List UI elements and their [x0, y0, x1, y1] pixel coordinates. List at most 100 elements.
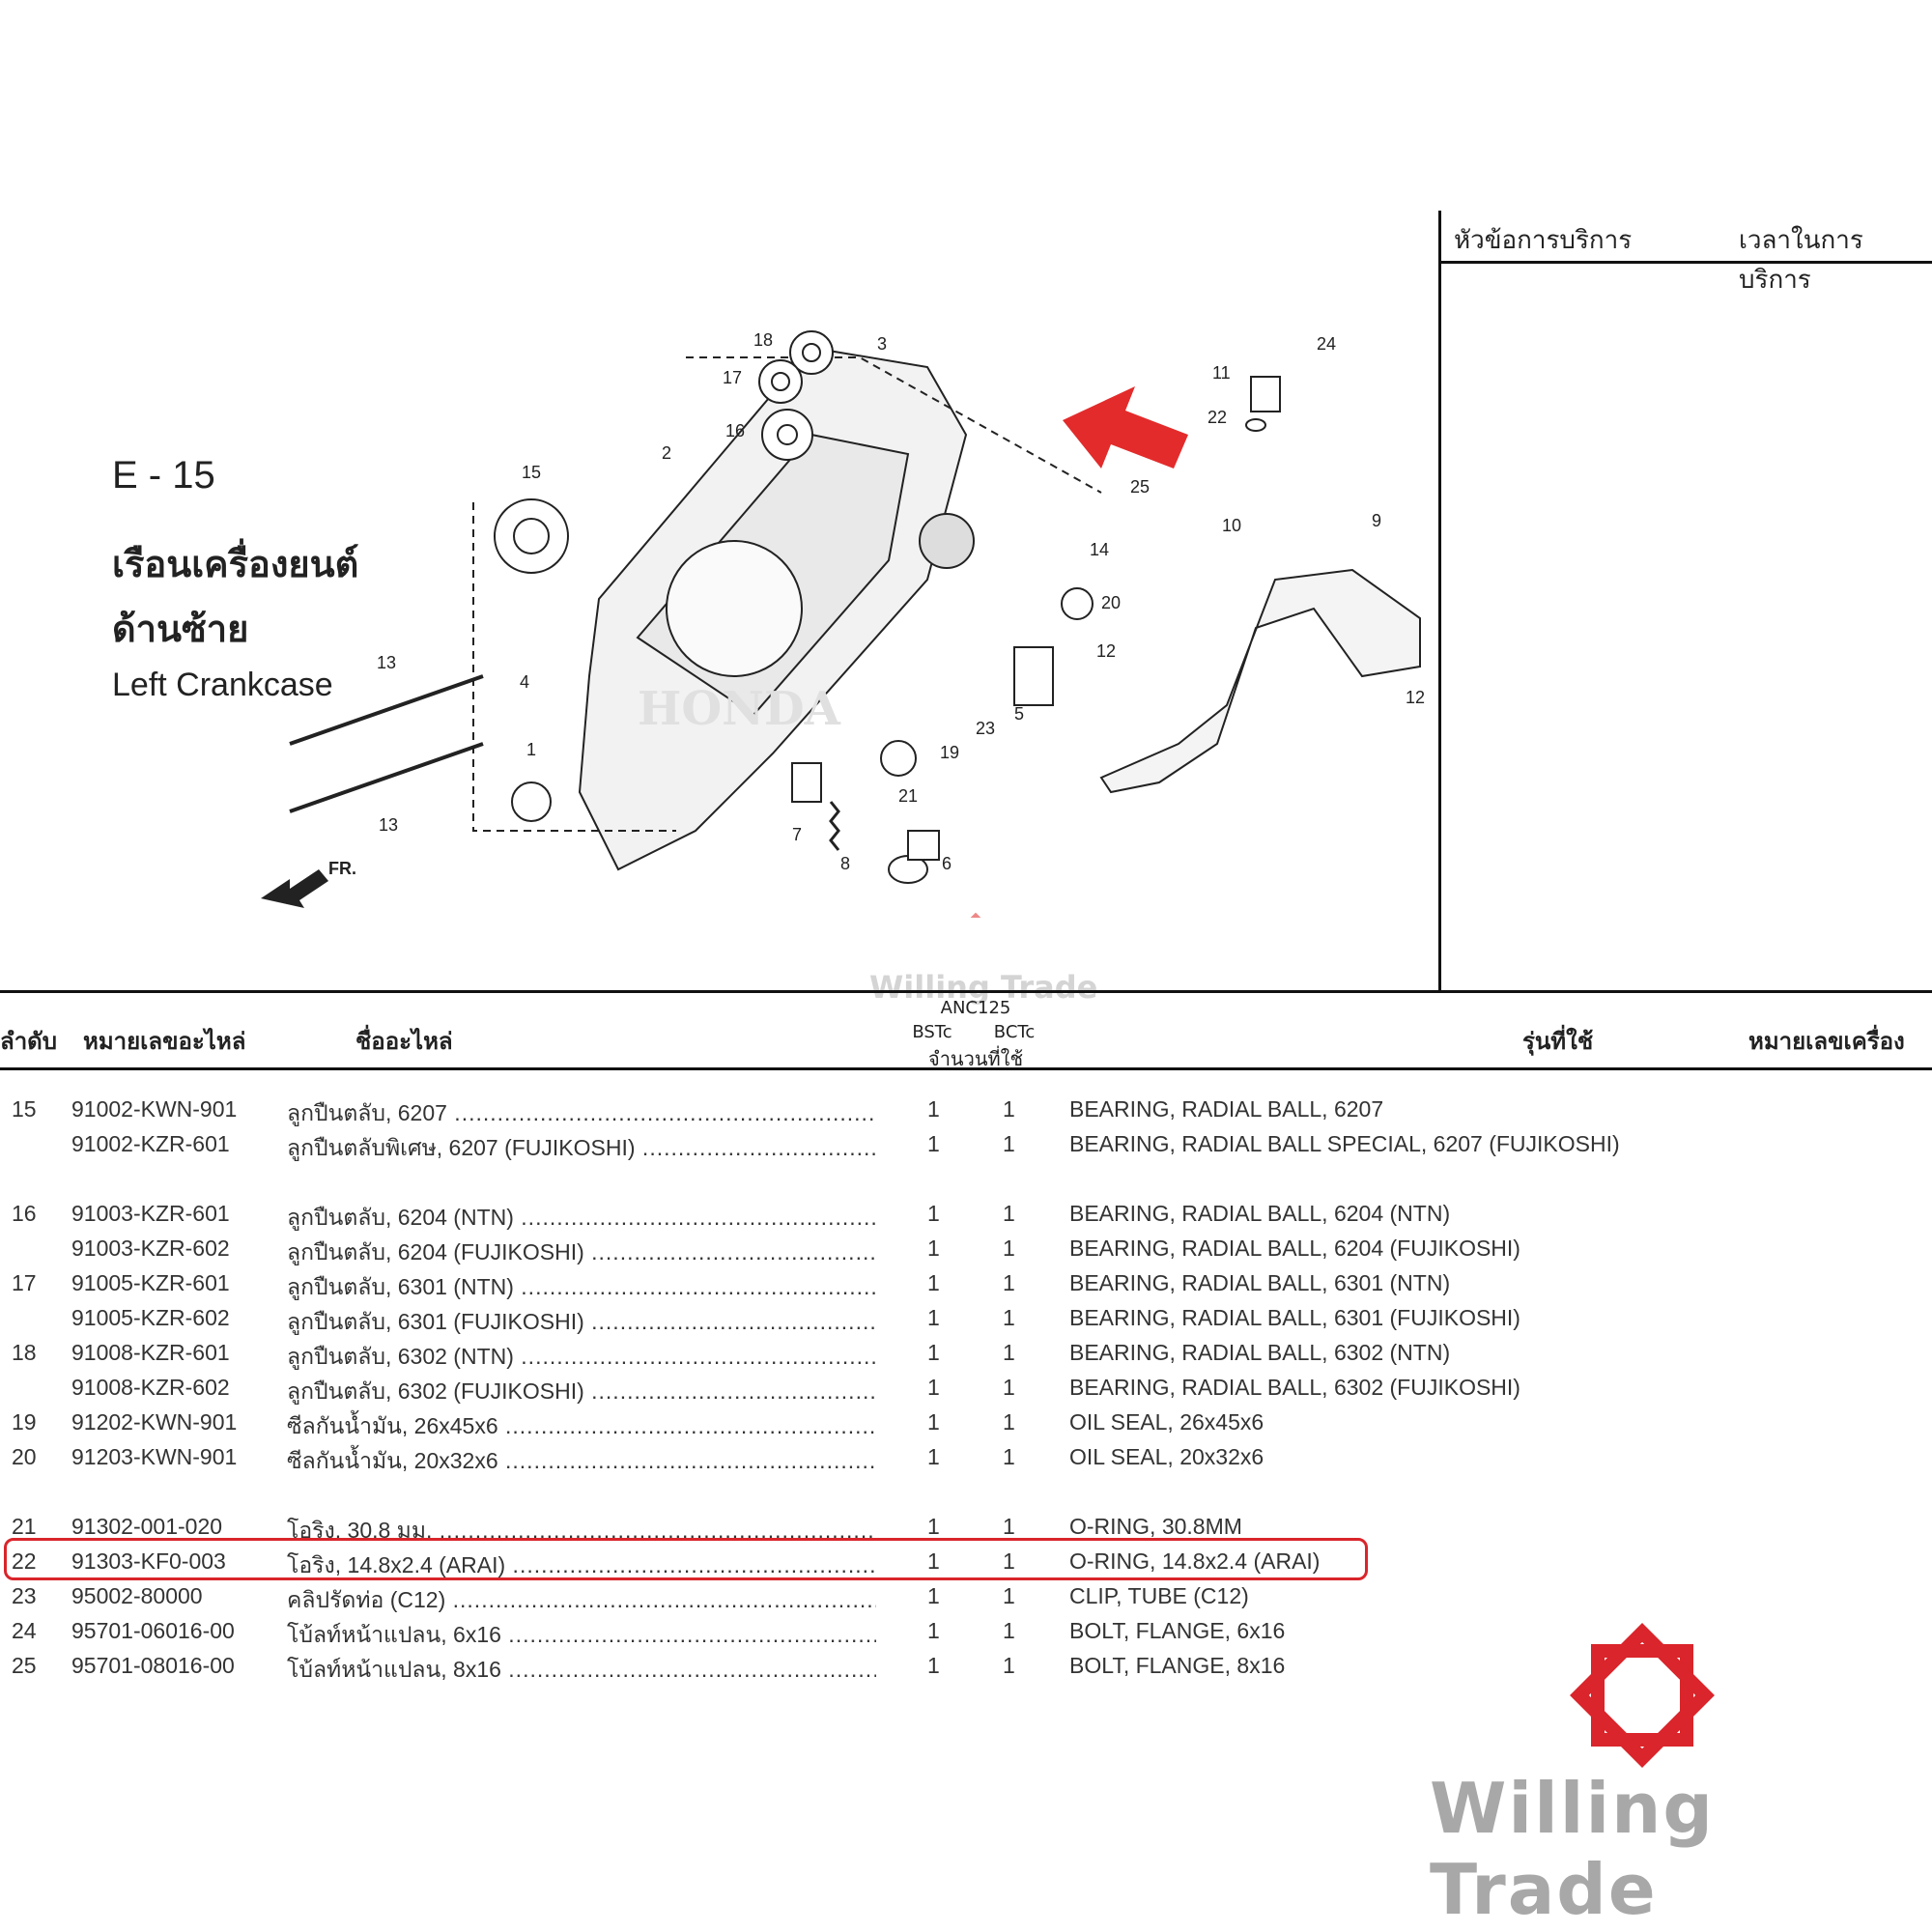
row-part-number: 91008-KZR-601	[71, 1340, 230, 1365]
svg-text:16: 16	[725, 421, 745, 440]
variant-bstc: BSTc	[912, 1022, 952, 1042]
row-qty-bctc: 1	[1003, 1131, 1015, 1156]
svg-text:23: 23	[976, 719, 995, 738]
row-index: 15	[12, 1096, 37, 1122]
svg-text:2: 2	[662, 443, 671, 463]
row-english-name: O-RING, 14.8x2.4 (ARAI)	[1069, 1548, 1321, 1574]
variant-bctc: BCTc	[993, 1022, 1036, 1042]
part-name-header: ชื่ออะไหล่	[355, 1028, 453, 1055]
row-qty-bstc: 1	[927, 1375, 940, 1400]
svg-text:24: 24	[1317, 334, 1336, 354]
row-qty-bctc: 1	[1003, 1653, 1015, 1678]
row-english-name: CLIP, TUBE (C12)	[1069, 1583, 1249, 1608]
service-header	[1441, 211, 1932, 264]
svg-text:6: 6	[942, 854, 952, 873]
row-thai-name: ลูกปืนตลับ, 6204 (NTN)	[287, 1201, 876, 1236]
svg-text:10: 10	[1222, 516, 1241, 535]
row-qty-bstc: 1	[927, 1618, 940, 1643]
row-qty-bstc: 1	[927, 1305, 940, 1330]
row-english-name: BOLT, FLANGE, 6x16	[1069, 1618, 1286, 1643]
model-used-header: รุ่นที่ใช้	[1522, 1028, 1594, 1055]
svg-text:15: 15	[522, 463, 541, 482]
diagram-code: E - 15	[112, 454, 215, 497]
title-thai-line1: เรือนเครื่องยนต์	[112, 543, 359, 585]
row-english-name: BEARING, RADIAL BALL, 6302 (FUJIKOSHI)	[1069, 1375, 1520, 1400]
svg-text:25: 25	[1130, 477, 1150, 497]
row-thai-name: ลูกปืนตลับ, 6204 (FUJIKOSHI)	[287, 1236, 876, 1270]
row-qty-bstc: 1	[927, 1096, 940, 1122]
title-thai-line2: ด้านซ้าย	[112, 608, 249, 650]
row-qty-bctc: 1	[1003, 1340, 1015, 1365]
row-english-name: BOLT, FLANGE, 8x16	[1069, 1653, 1286, 1678]
svg-text:1: 1	[526, 740, 536, 759]
row-qty-bctc: 1	[1003, 1201, 1015, 1226]
svg-text:8: 8	[840, 854, 850, 873]
logo-text: Willing Trade	[1430, 1768, 1715, 1930]
engine-number-header: หมายเลขเครื่อง	[1748, 1028, 1905, 1055]
row-thai-name: คลิปรัดท่อ (C12)	[287, 1583, 876, 1618]
row-qty-bstc: 1	[927, 1340, 940, 1365]
row-part-number: 91005-KZR-602	[71, 1305, 230, 1330]
service-time-header: เวลาในการบริการ	[1739, 226, 1863, 295]
row-qty-bctc: 1	[1003, 1236, 1015, 1261]
row-qty-bctc: 1	[1003, 1514, 1015, 1539]
row-part-number: 91303-KF0-003	[71, 1548, 226, 1574]
row-qty-bctc: 1	[1003, 1305, 1015, 1330]
service-divider	[1438, 211, 1441, 993]
svg-text:21: 21	[898, 786, 918, 806]
row-qty-bstc: 1	[927, 1548, 940, 1574]
row-index: 22	[12, 1548, 37, 1574]
svg-text:9: 9	[1372, 511, 1381, 530]
row-qty-bstc: 1	[927, 1653, 940, 1678]
row-english-name: BEARING, RADIAL BALL, 6204 (FUJIKOSHI)	[1069, 1236, 1520, 1261]
row-english-name: OIL SEAL, 20x32x6	[1069, 1444, 1264, 1469]
table-top-rule	[0, 990, 1932, 993]
service-topic-header: หัวข้อการบริการ	[1454, 226, 1633, 255]
row-qty-bctc: 1	[1003, 1409, 1015, 1435]
row-part-number: 91202-KWN-901	[71, 1409, 238, 1435]
row-part-number: 95002-80000	[71, 1583, 203, 1608]
row-thai-name: ลูกปืนตลับ, 6302 (NTN)	[287, 1340, 876, 1375]
svg-text:14: 14	[1090, 540, 1109, 559]
svg-text:18: 18	[753, 330, 773, 350]
row-part-number: 91002-KZR-601	[71, 1131, 230, 1156]
svg-text:22: 22	[1208, 408, 1227, 427]
row-index: 17	[12, 1270, 37, 1295]
row-index: 16	[12, 1201, 37, 1226]
row-qty-bctc: 1	[1003, 1618, 1015, 1643]
svg-text:17: 17	[723, 368, 742, 387]
row-thai-name: ลูกปืนตลับ, 6207	[287, 1096, 876, 1131]
honda-watermark: HONDA	[638, 682, 841, 736]
svg-text:4: 4	[520, 672, 529, 692]
row-thai-name: ลูกปืนตลับ, 6302 (FUJIKOSHI)	[287, 1375, 876, 1409]
row-part-number: 95701-08016-00	[71, 1653, 235, 1678]
svg-text:12: 12	[1406, 688, 1425, 707]
row-thai-name: ลูกปืนตลับ, 6301 (FUJIKOSHI)	[287, 1305, 876, 1340]
title-english: Left Crankcase	[112, 667, 333, 703]
row-qty-bctc: 1	[1003, 1270, 1015, 1295]
part-number-header: หมายเลขอะไหล่	[83, 1028, 246, 1055]
model-code: ANC125	[940, 998, 1011, 1018]
highlight-row-22	[4, 1538, 1368, 1580]
willing-trade-logo-icon	[1570, 1623, 1715, 1768]
qty-header: จำนวนที่ใช้	[927, 1047, 1024, 1070]
watermark-text: Willing Trade	[869, 969, 1098, 1006]
index-header: ลำดับ	[0, 1028, 58, 1055]
row-english-name: OIL SEAL, 26x45x6	[1069, 1409, 1264, 1435]
row-index: 25	[12, 1653, 37, 1678]
table-header-rule	[0, 1067, 1932, 1070]
row-part-number: 91002-KWN-901	[71, 1096, 238, 1122]
row-index: 21	[12, 1514, 37, 1539]
arrow-pointer-icon	[1063, 386, 1188, 469]
svg-text:13: 13	[377, 653, 396, 672]
svg-text:19: 19	[940, 743, 959, 762]
row-qty-bstc: 1	[927, 1409, 940, 1435]
row-qty-bctc: 1	[1003, 1375, 1015, 1400]
